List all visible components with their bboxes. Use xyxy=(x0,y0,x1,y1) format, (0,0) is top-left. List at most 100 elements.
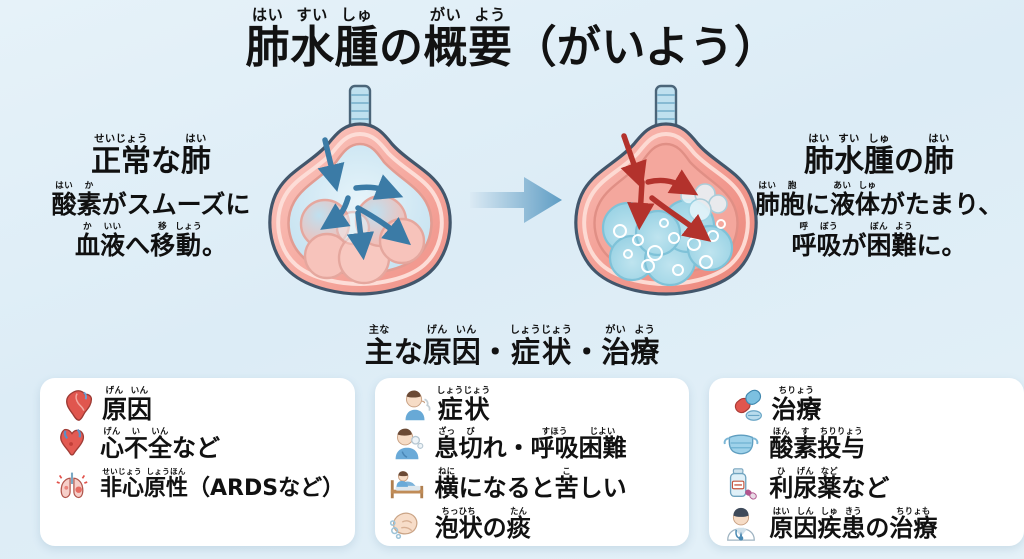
card-item-row[interactable]: げん心い不いん全 など xyxy=(50,425,345,463)
furigana: ちりょう xyxy=(778,386,815,396)
card-item-row[interactable]: はい原しん因しゅ疾きう患 のちりょも治療 xyxy=(719,505,1014,543)
kanji: 素 xyxy=(76,189,102,219)
kanji: 肺 xyxy=(804,143,834,179)
card1-item1-seg-0: ねに横 xyxy=(434,465,459,502)
furigana: はい xyxy=(758,181,777,192)
title-seg-6: （がいよう） xyxy=(512,8,778,71)
furigana: しゅ xyxy=(820,505,838,516)
kanji: 呼吸 xyxy=(530,433,579,462)
card-item-text: ほん酸す素ちりりょう投与 xyxy=(769,425,865,461)
furigana: 主な xyxy=(368,325,390,336)
furigana: じょう xyxy=(541,325,573,336)
kanji: 状 xyxy=(542,335,572,370)
lcap-1-seg-2: がスムーズに xyxy=(102,182,251,218)
pill-capsule-icon xyxy=(727,386,771,424)
kanji: 疾 xyxy=(817,513,842,542)
title-seg-1: すい水 xyxy=(289,6,335,73)
furigana: じよい xyxy=(589,425,616,436)
summary-cards: げん原いん因げん心い不いん全 などせいじょう非心しょうほん原性 （ARDSなど）… xyxy=(40,378,1024,546)
heart-icon xyxy=(50,425,94,463)
furigana: しょう xyxy=(175,221,202,232)
kanji: の xyxy=(865,513,890,542)
furigana xyxy=(265,468,268,476)
medicine-vial-icon xyxy=(719,465,763,503)
card-item-row[interactable]: せいじょう非心しょうほん原性 （ARDSなど） xyxy=(50,465,345,503)
furigana: げん xyxy=(103,425,121,436)
lcap-2-seg-1: いい液 xyxy=(100,223,125,259)
summary-card-0[interactable]: げん原いん因げん心い不いん全 などせいじょう非心しょうほん原性 （ARDSなど） xyxy=(40,378,355,546)
furigana: げん xyxy=(426,325,448,336)
kanji: 水 xyxy=(289,22,335,73)
card1-item0-seg-1: び切 xyxy=(458,425,483,462)
kanji: 困難 xyxy=(578,433,627,462)
card-item-row[interactable]: ほん酸す素ちりりょう投与 xyxy=(719,425,1014,463)
card0-item0-seg-3: など xyxy=(172,427,220,461)
furigana: いい xyxy=(103,221,122,232)
kanji: 心 xyxy=(100,433,124,462)
lcap-2-seg-3: 移移 xyxy=(150,223,175,259)
kanji: 症 xyxy=(437,394,463,424)
kanji: 因 xyxy=(793,513,818,542)
card-item-row[interactable]: ひ利げん尿など薬 など xyxy=(719,465,1014,503)
kanji: 移 xyxy=(150,230,176,260)
furigana: はい xyxy=(772,505,790,516)
kanji: 原性 xyxy=(144,475,189,501)
furigana: はい xyxy=(185,133,207,145)
kanji: 全 xyxy=(148,433,172,462)
summary-card-2[interactable]: ちりょう治療ほん酸す素ちりりょう投与ひ利げん尿など薬 などはい原しん因しゅ疾きう… xyxy=(709,378,1024,546)
card2-item1-seg-1: げん尿 xyxy=(793,466,817,501)
kanji: れ・ xyxy=(482,433,531,462)
kanji: 不 xyxy=(124,433,148,462)
rcap-h-seg-2: しゅ腫 xyxy=(864,134,894,177)
kanji: など xyxy=(841,473,890,502)
furigana: いん xyxy=(151,425,169,436)
furigana: か xyxy=(84,181,94,192)
kanji: 原 xyxy=(102,394,128,424)
person-in-bed-icon xyxy=(385,465,429,503)
furigana: すい xyxy=(296,6,328,24)
card1-item1-seg-1: になると xyxy=(459,467,555,501)
summary-card-1[interactable]: しょう症じょう状ざっ息び切 れ・すほう呼吸じよい困難ねに横 になるとこ苦 しいち… xyxy=(374,378,690,546)
furigana: ちりょも xyxy=(896,505,931,516)
furigana: いん xyxy=(130,386,149,396)
card-item-row[interactable]: ちっひち泡状 のたん痰 xyxy=(385,505,680,543)
card-item-row[interactable]: ねに横 になるとこ苦 しい xyxy=(385,465,680,503)
progression-arrow-icon xyxy=(468,172,564,228)
oxygen-flow-arrows xyxy=(317,137,411,261)
card2-item1-seg-3: など xyxy=(841,467,889,501)
lcap-h-seg-2: はい肺 xyxy=(181,134,211,177)
sec-seg-1: な xyxy=(394,326,423,368)
furigana: ねに xyxy=(438,465,456,476)
rcap-2-seg-2: が xyxy=(841,223,866,259)
kanji: 横 xyxy=(434,473,459,502)
kanji: 。 xyxy=(201,230,227,260)
title-seg-3: の xyxy=(379,8,424,71)
card1-item2-seg-2: たん痰 xyxy=(507,506,531,541)
kanji: 利 xyxy=(769,473,794,502)
kanji: 薬 xyxy=(817,473,842,502)
furigana: ちりりょう xyxy=(819,425,863,436)
kanji: がスムーズに xyxy=(101,189,251,219)
furigana: しん xyxy=(796,505,814,516)
kanji: 要 xyxy=(467,22,513,73)
furigana: い xyxy=(131,425,141,436)
sec-seg-4: ・ xyxy=(481,326,510,368)
kanji: 血 xyxy=(75,230,101,260)
lcap-1-seg-1: か素 xyxy=(77,182,102,218)
furigana: ちっひち xyxy=(441,505,476,516)
furigana: よう xyxy=(895,221,913,232)
card-item-text: ねに横 になるとこ苦 しい xyxy=(434,465,627,502)
card1-item1-seg-2: こ苦 xyxy=(555,466,579,501)
kanji: 切 xyxy=(458,433,483,462)
section-heading-ruby-row: 主な主 なげん原いん因 ・しょう症じょう状 ・がい治よう療 xyxy=(0,325,1024,370)
sec-seg-2: げん原 xyxy=(423,325,452,367)
card2-item1-seg-0: ひ利 xyxy=(769,466,794,502)
sec-seg-3: いん因 xyxy=(452,325,481,367)
edema-lung-illustration xyxy=(558,78,772,300)
furigana: しゅ xyxy=(340,6,373,24)
card-item-row[interactable]: ざっ息び切 れ・すほう呼吸じよい困難 xyxy=(385,425,680,463)
title-seg-2: しゅ腫 xyxy=(334,6,379,71)
furigana: び xyxy=(466,425,475,436)
furigana xyxy=(643,8,649,23)
furigana: せいじょう xyxy=(102,467,142,477)
